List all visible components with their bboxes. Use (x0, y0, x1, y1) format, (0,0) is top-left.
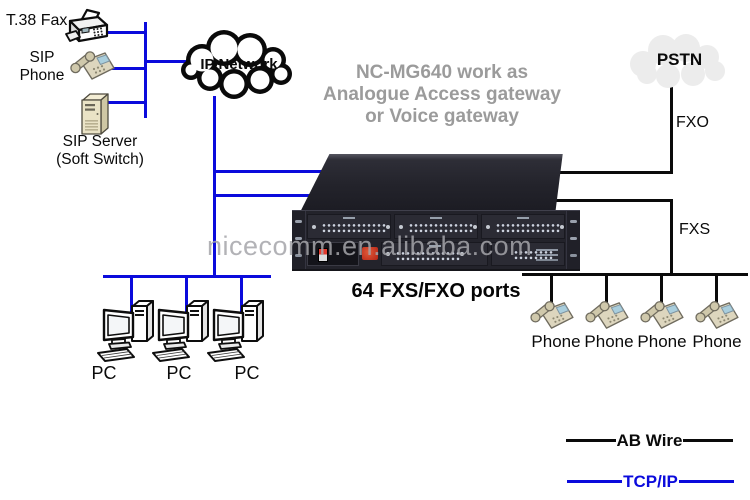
device-title: NC-MG640 work as Analogue Access gateway… (323, 62, 561, 127)
link-fax-to-bus (104, 31, 146, 34)
module-row-top (307, 214, 565, 239)
fxs-vertical (670, 199, 673, 276)
phone-label: Phone (531, 332, 581, 351)
brand-logo (362, 247, 378, 260)
led-indicators (322, 223, 386, 234)
rack-ear-right (566, 211, 580, 269)
pc-drop-2 (185, 276, 188, 314)
link-server-to-bus (108, 101, 146, 104)
phone-drop-2 (605, 275, 608, 307)
link-bus-to-cloud (144, 60, 188, 63)
phone-drop-1 (550, 275, 553, 307)
tcp-ip-label: TCP/IP (623, 471, 678, 491)
gateway-device (292, 154, 580, 269)
cloud-shape (181, 30, 292, 99)
phone-label: Phone (692, 332, 742, 351)
pc-label: PC (166, 363, 192, 383)
ab-wire-line-sample (683, 439, 733, 442)
pc-icon (152, 300, 214, 364)
link-cloud-to-device-1 (214, 170, 330, 173)
phone-drop-3 (660, 275, 663, 307)
phone-label: Phone (637, 332, 687, 351)
legend-ab-wire: AB Wire (566, 430, 733, 450)
cloud-shape (630, 34, 725, 88)
line-module-slot (307, 214, 391, 239)
phone-icon (695, 297, 740, 332)
phone-bus (522, 273, 748, 276)
device-front-panel (292, 210, 580, 269)
cloud-down-trunk (213, 96, 216, 278)
ab-wire-line-sample (566, 439, 616, 442)
line-module-slot (481, 214, 565, 239)
phone-icon (530, 297, 575, 332)
sip-phone-label: SIP Phone (19, 49, 65, 84)
led-indicators (409, 223, 473, 234)
led-indicators (396, 251, 460, 262)
cpu-module (491, 242, 565, 266)
power-module (307, 242, 359, 266)
pc-icon (97, 300, 159, 364)
module-row-bottom (307, 242, 565, 266)
pc-drop-3 (240, 276, 243, 314)
pstn-label: PSTN (656, 50, 703, 69)
t38-fax-label: T.38 Fax (6, 12, 68, 29)
led-indicators (496, 223, 560, 234)
fxs-label: FXS (679, 221, 711, 238)
link-sipphone-to-bus (108, 67, 146, 70)
ip-network-cloud: IP Network (178, 26, 300, 102)
sip-server-icon (78, 92, 112, 136)
phone-label: Phone (584, 332, 634, 351)
sip-server-label: SIP Server (Soft Switch) (56, 133, 144, 168)
pc-label: PC (91, 363, 117, 383)
pstn-fxo-vertical (670, 86, 673, 174)
rack-ear-left (292, 211, 306, 269)
sip-phone-icon (70, 47, 116, 83)
ip-network-label: IP Network (200, 55, 278, 73)
ports-caption: 64 FXS/FXO ports (351, 280, 521, 302)
phone-icon (640, 297, 685, 332)
fxo-label: FXO (676, 114, 709, 131)
ab-wire-label: AB Wire (616, 430, 683, 450)
pc-icon (207, 300, 269, 364)
left-vertical-bus (144, 22, 147, 118)
phone-drop-4 (715, 275, 718, 307)
pc-drop-1 (130, 276, 133, 314)
fxo-horizontal (545, 171, 673, 174)
legend-tcp-ip: TCP/IP (567, 471, 735, 491)
watermark: nicecomm.en.alibaba.com (207, 231, 533, 261)
pstn-cloud: PSTN (623, 30, 736, 92)
device-top-panel (300, 154, 563, 211)
fxs-horizontal (548, 199, 673, 202)
pc-label: PC (234, 363, 260, 383)
led-indicators (514, 250, 554, 261)
line-module-slot (381, 242, 488, 266)
tcp-ip-line-sample (678, 480, 735, 483)
line-module-slot (394, 214, 478, 239)
phone-icon (585, 297, 630, 332)
tcp-ip-line-sample (567, 480, 623, 483)
link-cloud-to-device-2 (214, 194, 316, 197)
device-modules (307, 214, 565, 266)
fax-icon (64, 8, 112, 50)
